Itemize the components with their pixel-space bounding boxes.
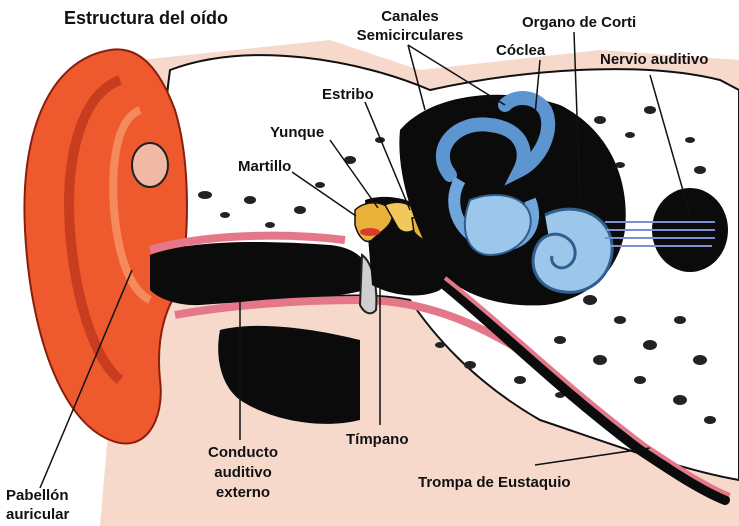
label-canales-line2: Semicirculares xyxy=(320,27,500,45)
tragus xyxy=(132,143,168,187)
label-pabellon-line1: Pabellón xyxy=(6,487,69,505)
label-coclea: Cóclea xyxy=(496,42,545,60)
label-pabellon-line2: auricular xyxy=(6,506,69,524)
label-canales-line1: Canales xyxy=(365,8,455,26)
label-organo-corti: Organo de Corti xyxy=(522,14,636,32)
diagram-title: Estructura del oído xyxy=(64,8,228,28)
label-estribo: Estribo xyxy=(322,86,374,104)
label-conducto-line1: Conducto xyxy=(200,444,286,462)
label-trompa-eustaquio: Trompa de Eustaquio xyxy=(418,474,571,492)
ossicle-red-ligament xyxy=(360,228,380,236)
ear-canal xyxy=(150,242,365,305)
label-martillo: Martillo xyxy=(238,158,291,176)
label-nervio-auditivo: Nervio auditivo xyxy=(600,51,708,69)
label-yunque: Yunque xyxy=(270,124,324,142)
label-conducto-line2: auditivo xyxy=(200,464,286,482)
label-timpano: Tímpano xyxy=(346,431,409,449)
label-conducto-line3: externo xyxy=(200,484,286,502)
